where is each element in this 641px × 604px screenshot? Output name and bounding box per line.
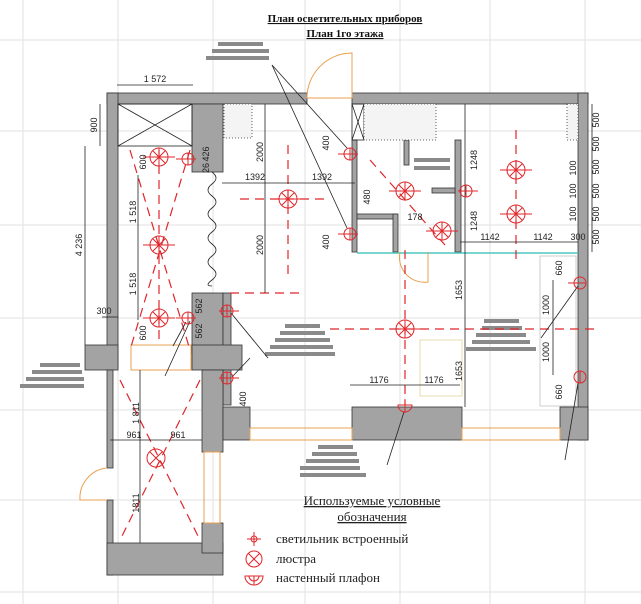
dim-label: 4 236 (74, 234, 84, 257)
dim-label: 2000 (255, 142, 265, 162)
wall-lamp-icon (397, 399, 413, 413)
dimension-lines (84, 84, 593, 543)
dim-label: 1 518 (128, 201, 138, 224)
dim-label: 400 (238, 391, 248, 406)
chandelier-icon (245, 550, 263, 568)
wall-lamps (176, 147, 587, 413)
wall-lamp-icon (568, 276, 587, 290)
chandelier-icon (500, 160, 532, 180)
dim-label: 480 (362, 189, 372, 204)
hatch-patterns (20, 42, 536, 477)
chandelier-icon (389, 181, 421, 201)
dim-label: 1 572 (144, 74, 167, 84)
chandeliers (143, 147, 532, 468)
leader-lines (164, 64, 579, 466)
shaft (117, 103, 579, 407)
dim-label: 300 (96, 306, 111, 316)
wall-lamp-icon (458, 184, 478, 198)
dim-label: 961 (170, 430, 185, 440)
dim-label: 562 (194, 323, 204, 338)
dim-label: 1653 (454, 361, 464, 381)
dim-label: 1 518 (128, 273, 138, 296)
dim-label: 660 (554, 384, 564, 399)
dim-label: 900 (89, 117, 99, 132)
wall-lamp-icon (338, 147, 358, 161)
legend-label: светильник встроенный (276, 531, 408, 546)
dim-label: 1248 (469, 211, 479, 231)
dim-label: 1392 (245, 172, 265, 182)
dim-label: 600 (138, 154, 148, 169)
legend-title: Используемые условные (304, 493, 441, 508)
dim-label: 1392 (312, 172, 332, 182)
dim-label: 26 (201, 163, 211, 173)
dim-label: 400 (321, 234, 331, 249)
dim-label: 500 (591, 136, 601, 151)
dim-label: 500 (591, 112, 601, 127)
recessed-light-icon (247, 532, 261, 546)
chandelier-icon (146, 448, 166, 468)
wall-lamp-icon (219, 304, 239, 318)
doors-windows (79, 52, 561, 524)
dimension-labels: 1 572 900 4 236 600 1 518 1 518 600 300 … (74, 74, 601, 513)
legend-subtitle: обозначения (337, 509, 406, 524)
dim-label: 178 (407, 212, 422, 222)
dim-label: 961 (126, 430, 141, 440)
dim-label: 100 (568, 160, 578, 175)
dim-label: 1653 (454, 280, 464, 300)
dim-label: 100 (568, 183, 578, 198)
dim-label: 400 (321, 135, 331, 150)
chandelier-icon (426, 221, 458, 241)
chandelier-icon (389, 319, 421, 339)
wall-lamp-icon (338, 227, 358, 241)
dim-label: 1142 (480, 232, 499, 242)
dim-label: 500 (591, 183, 601, 198)
dim-label: 500 (591, 206, 601, 221)
dim-label: 1000 (541, 295, 551, 315)
wall-lamp-icon (573, 370, 587, 384)
chandelier-icon (143, 147, 175, 167)
dim-label: 2000 (255, 235, 265, 255)
dim-label: 300 (570, 232, 585, 242)
dim-label: 500 (591, 159, 601, 174)
wall-lamp-icon (219, 371, 239, 385)
legend: Используемые условные обозначения светил… (244, 493, 441, 586)
dim-label: 1000 (541, 342, 551, 362)
dim-label: 562 (194, 298, 204, 313)
legend-label: настенный плафон (276, 570, 380, 585)
dim-label: 600 (138, 325, 148, 340)
dim-label: 100 (568, 206, 578, 221)
chandelier-icon (272, 189, 304, 209)
dim-label: 1176 (369, 375, 388, 385)
chandelier-icon (143, 235, 175, 255)
plan-subtitle: План 1го этажа (306, 28, 384, 40)
dim-label: 1811 (131, 493, 141, 512)
wall-lamp-icon (176, 152, 196, 166)
dim-label: 660 (554, 260, 564, 275)
dim-label: 500 (591, 229, 601, 244)
chandelier-icon (500, 204, 532, 224)
plan-title: План осветительных приборов (268, 13, 423, 25)
dim-label: 1 811 (131, 402, 141, 424)
dim-label: 1176 (424, 375, 443, 385)
dim-label: 1248 (469, 150, 479, 170)
chandelier-icon (143, 308, 175, 328)
wall-lamp-icon (176, 311, 196, 325)
dim-label: 426 (201, 146, 211, 161)
legend-label: люстра (276, 551, 316, 566)
dim-label: 1142 (533, 232, 552, 242)
walls (84, 92, 589, 576)
wall-lamp-icon (244, 575, 264, 586)
